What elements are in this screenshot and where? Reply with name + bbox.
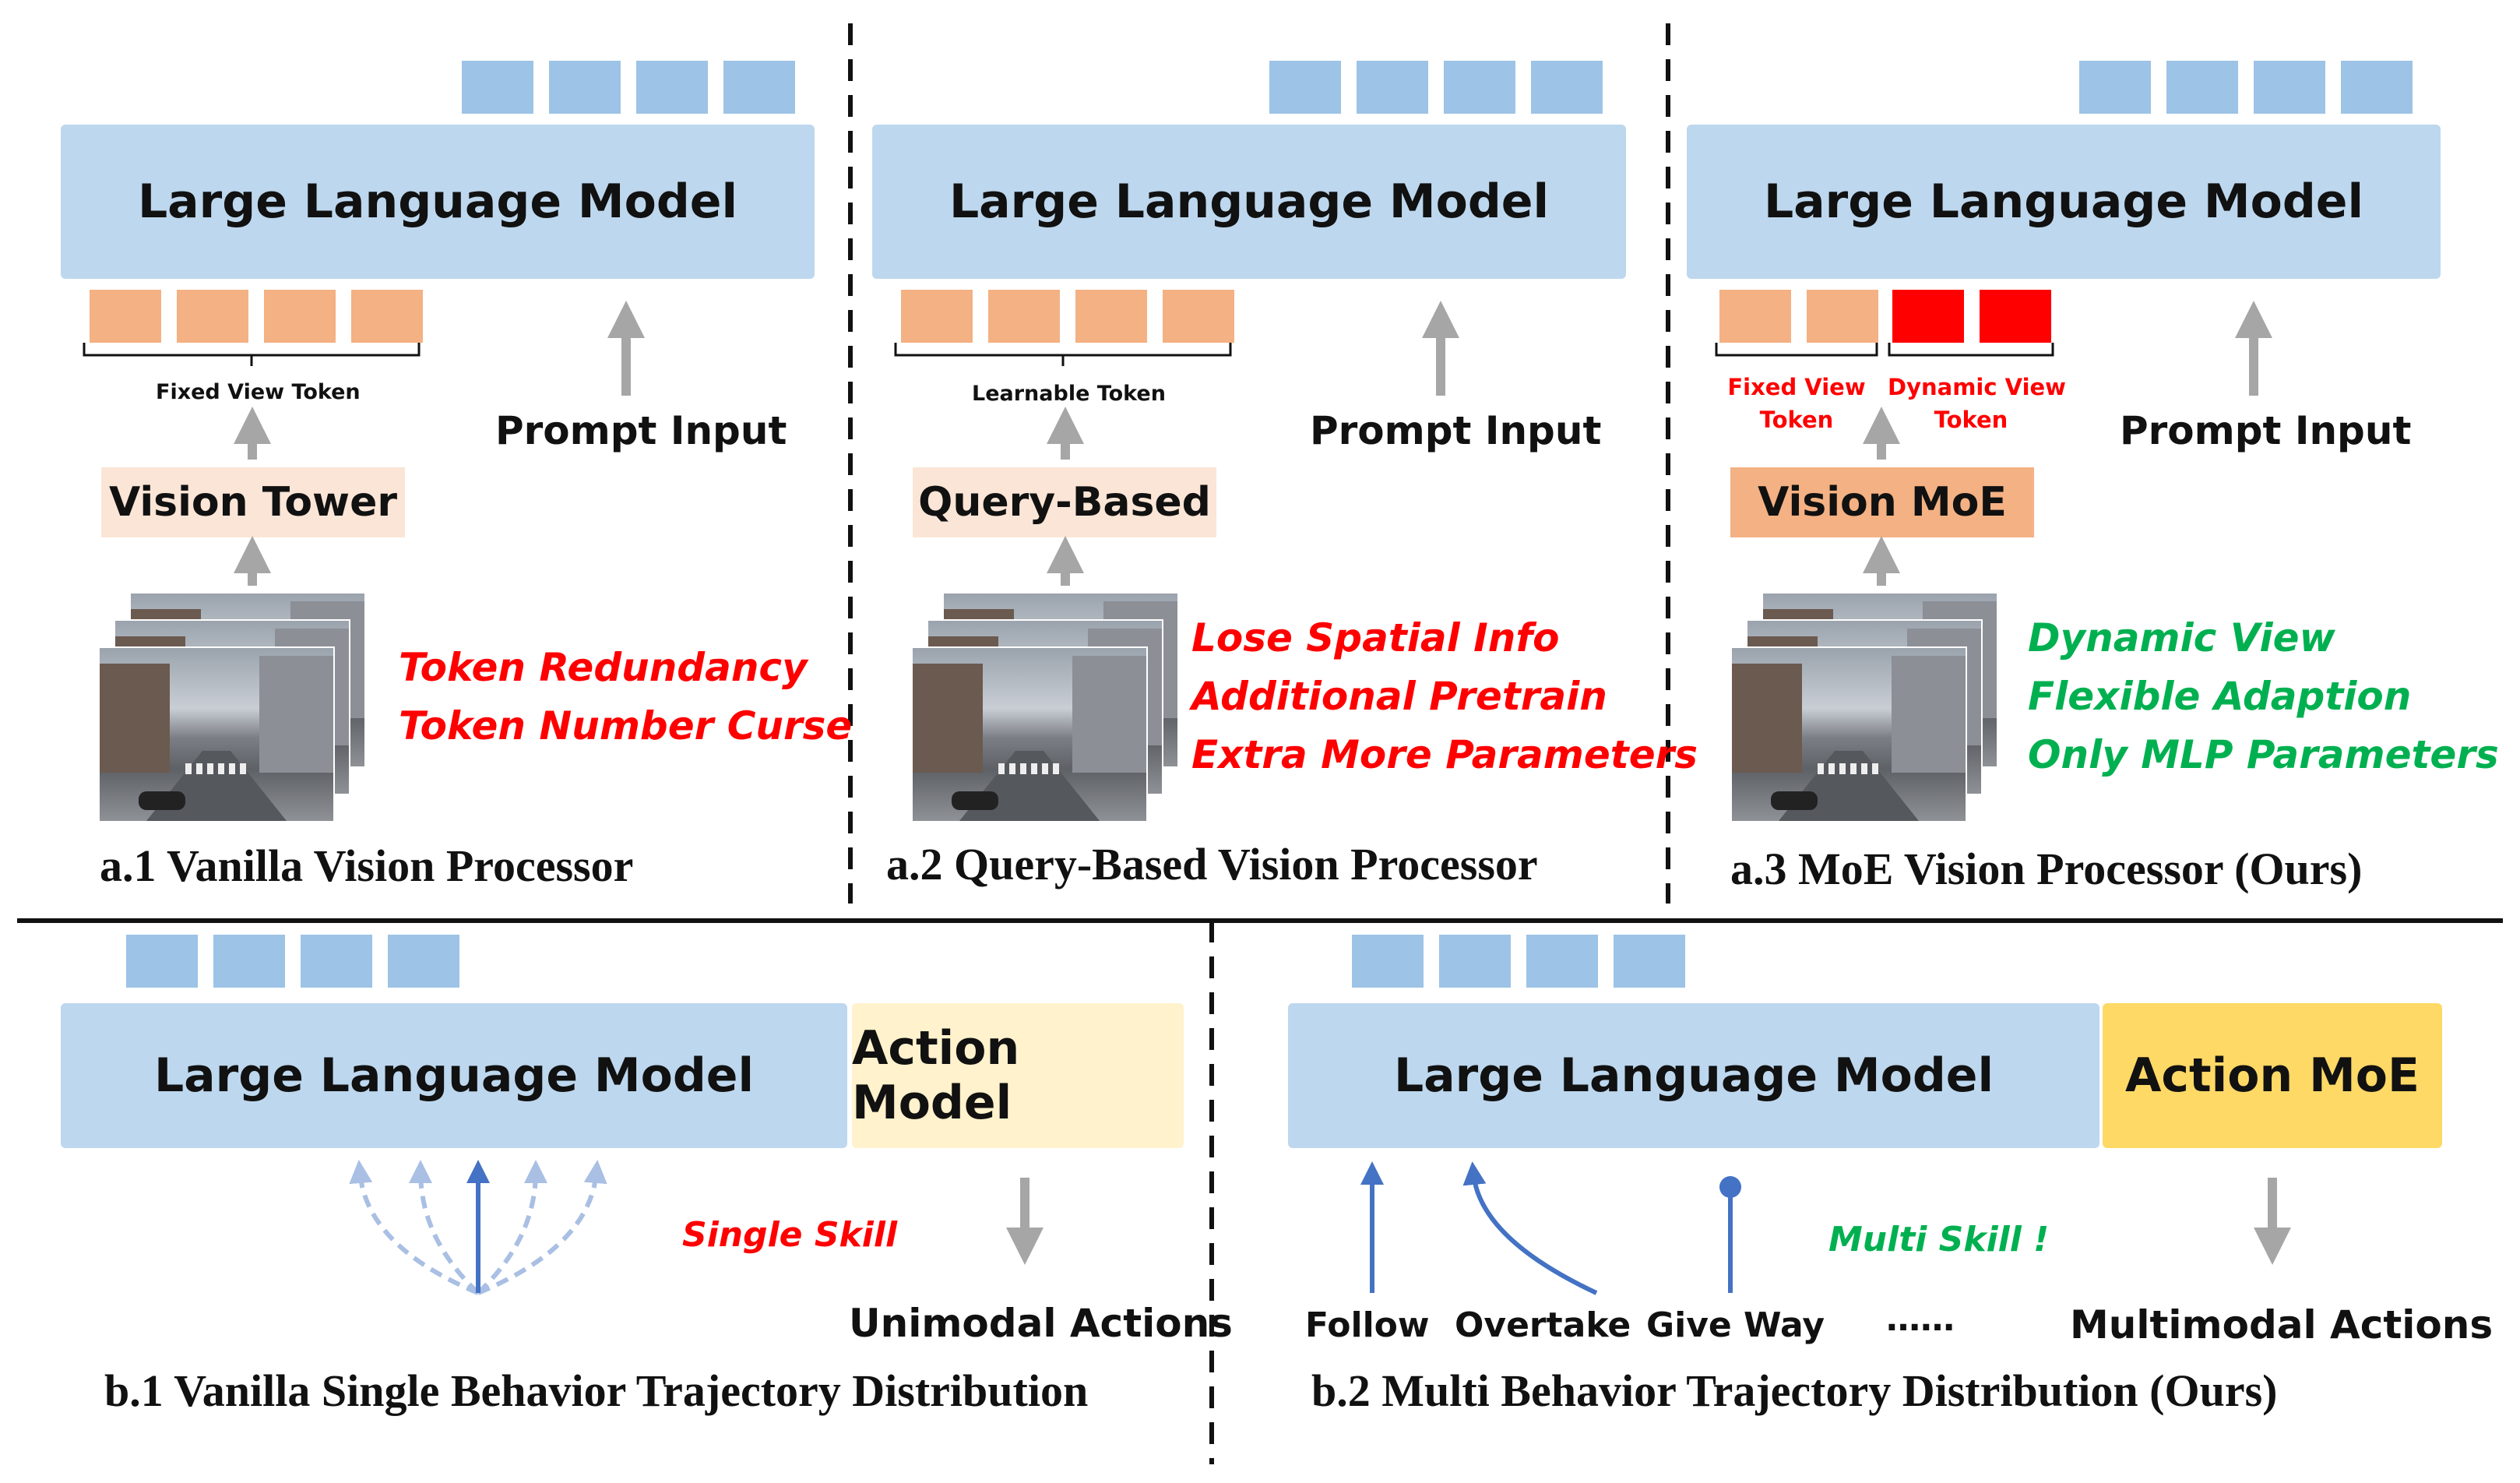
note-line: Additional Pretrain — [1191, 674, 1607, 719]
output-token — [301, 935, 372, 988]
processor-label: Vision Tower — [108, 479, 398, 526]
fixed-view-token — [1807, 290, 1878, 343]
output-token — [1439, 935, 1511, 988]
token-brackets — [1715, 343, 2054, 357]
skill-give-way-label: Give Way — [1646, 1305, 1825, 1345]
note-line: Extra More Parameters — [1191, 732, 1698, 777]
output-token — [2079, 61, 2151, 114]
llm-box: Large Language Model — [61, 1003, 847, 1148]
llm-label: Large Language Model — [1393, 1048, 1994, 1103]
skill-overtake-label: Overtake — [1455, 1305, 1631, 1345]
output-token — [723, 61, 795, 114]
prompt-input-label: Prompt Input — [1310, 408, 1602, 453]
query-based-box: Query-Based — [913, 467, 1216, 537]
fixed-view-token-label: Fixed View Token — [1727, 374, 1866, 433]
token-label: Learnable Token — [972, 382, 1166, 406]
dashed-arrow-icon — [349, 1160, 480, 1295]
output-token — [1526, 935, 1598, 988]
dashed-arrow-icon — [409, 1160, 480, 1295]
caption-a3: a.3 MoE Vision Processor (Ours) — [1730, 844, 2363, 894]
learnable-token — [1075, 290, 1147, 343]
caption-b2: b.2 Multi Behavior Trajectory Distributi… — [1311, 1365, 2278, 1416]
dashed-arrow-icon — [476, 1160, 547, 1295]
llm-box: Large Language Model — [1687, 125, 2441, 279]
output-token — [1444, 61, 1515, 114]
note-line: Dynamic View — [2028, 615, 2335, 660]
llm-label: Large Language Model — [949, 174, 1550, 229]
output-token — [2254, 61, 2325, 114]
single-skill-note: Single Skill — [682, 1215, 898, 1255]
dynamic-view-token — [1980, 290, 2051, 343]
prompt-input-label: Prompt Input — [2120, 408, 2412, 453]
output-token — [2341, 61, 2413, 114]
skill-follow-label: Follow — [1305, 1305, 1430, 1345]
camera-image — [1730, 646, 1967, 823]
action-label: Action Model — [852, 1021, 1020, 1130]
note-line: Only MLP Parameters — [2028, 732, 2499, 777]
output-token — [1352, 935, 1424, 988]
fixed-view-token — [1719, 290, 1791, 343]
learnable-token — [1163, 290, 1234, 343]
output-token — [126, 935, 198, 988]
vision-moe-box: Vision MoE — [1730, 467, 2034, 537]
output-token — [1531, 61, 1603, 114]
token-bracket — [83, 343, 421, 366]
multi-skill-note: Multi Skill ! — [1828, 1220, 2050, 1259]
note-line: Token Redundancy — [399, 645, 808, 690]
output-token — [462, 61, 533, 114]
output-token — [388, 935, 459, 988]
dashed-arrow-icon — [477, 1160, 607, 1295]
output-token — [213, 935, 285, 988]
token-bracket — [894, 343, 1232, 366]
processor-label: Vision MoE — [1758, 479, 2007, 526]
action-moe-box: Action MoE — [2103, 1003, 2442, 1148]
llm-label: Large Language Model — [153, 1048, 755, 1103]
action-model-box: Action Model — [852, 1003, 1184, 1148]
multimodal-actions-label: Multimodal Actions — [2070, 1302, 2494, 1347]
token-label: Fixed View Token — [156, 380, 361, 404]
fixed-view-token — [351, 290, 423, 343]
negative-notes: Lose Spatial Info Additional Pretrain Ex… — [1191, 609, 1698, 784]
llm-box: Large Language Model — [872, 125, 1626, 279]
fixed-view-token — [264, 290, 336, 343]
output-token — [1614, 935, 1685, 988]
output-token — [549, 61, 621, 114]
llm-label: Large Language Model — [1763, 174, 2364, 229]
caption-a1: a.1 Vanilla Vision Processor — [100, 840, 634, 891]
action-label: Action MoE — [2125, 1048, 2420, 1103]
overtake-arrow-icon — [1462, 1161, 1598, 1295]
skill-more-label: …… — [1886, 1299, 1955, 1339]
processor-label: Query-Based — [918, 479, 1211, 526]
output-token — [1269, 61, 1341, 114]
llm-box: Large Language Model — [1288, 1003, 2099, 1148]
prompt-input-label: Prompt Input — [495, 408, 787, 453]
note-line: Lose Spatial Info — [1191, 615, 1560, 660]
negative-notes: Token Redundancy Token Number Curse — [399, 639, 852, 756]
dynamic-view-token-label: Dynamic View Token — [1888, 374, 2066, 433]
note-line: Flexible Adaption — [2028, 674, 2412, 719]
caption-b1: b.1 Vanilla Single Behavior Trajectory D… — [104, 1365, 1089, 1416]
output-token — [2166, 61, 2238, 114]
note-line: Token Number Curse — [399, 703, 853, 749]
give-way-stop-icon — [1719, 1176, 1741, 1198]
llm-box: Large Language Model — [61, 125, 815, 279]
learnable-token — [901, 290, 973, 343]
output-token — [1357, 61, 1428, 114]
vision-tower-box: Vision Tower — [101, 467, 405, 537]
camera-image — [911, 646, 1148, 823]
positive-notes: Dynamic View Flexible Adaption Only MLP … — [2028, 609, 2499, 784]
dynamic-view-token — [1892, 290, 1964, 343]
unimodal-actions-label: Unimodal Actions — [849, 1301, 1233, 1346]
fixed-view-token — [90, 290, 161, 343]
learnable-token — [988, 290, 1060, 343]
output-token — [636, 61, 708, 114]
caption-a2: a.2 Query-Based Vision Processor — [886, 839, 1538, 889]
fixed-view-token — [177, 290, 248, 343]
camera-image — [98, 646, 335, 823]
llm-label: Large Language Model — [137, 174, 738, 229]
